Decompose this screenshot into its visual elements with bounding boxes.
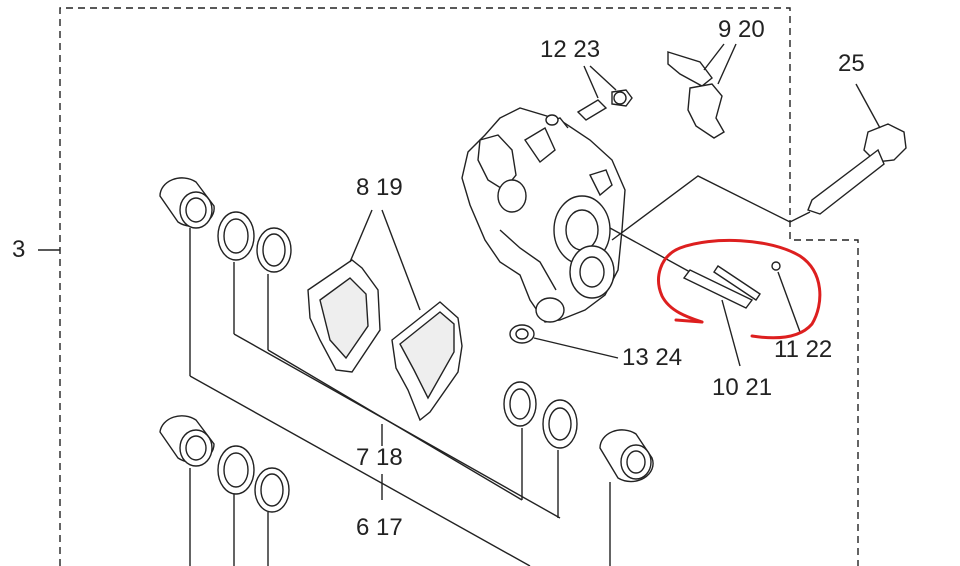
label-part-13-24: 13 24 xyxy=(622,344,683,371)
seal-lower-2 xyxy=(254,467,290,513)
seal-right-1 xyxy=(503,381,537,427)
pad-spring-clip xyxy=(667,51,725,139)
pad-pin xyxy=(682,261,781,309)
seal-right-2 xyxy=(542,399,578,449)
label-part-8-19: 8 19 xyxy=(356,174,403,201)
label-part-3: 3 xyxy=(12,236,26,263)
bleeder-screw xyxy=(576,89,633,121)
piston-upper xyxy=(159,177,215,229)
small-piston xyxy=(509,324,535,344)
label-part-12-23: 12 23 xyxy=(540,36,601,63)
red-highlight-annotation xyxy=(657,238,822,340)
piston-right xyxy=(599,429,654,483)
seal-lower-1 xyxy=(217,445,255,495)
seal-upper-2 xyxy=(256,227,292,273)
caliper-body xyxy=(461,107,626,323)
label-part-7-18: 7 18 xyxy=(356,444,403,471)
brake-pad-left xyxy=(307,259,381,373)
mounting-bolt xyxy=(807,123,907,215)
label-part-9-20: 9 20 xyxy=(718,16,765,43)
seal-upper-1 xyxy=(217,211,255,261)
label-part-6-17: 6 17 xyxy=(356,514,403,541)
label-part-11-22: 11 22 xyxy=(774,336,833,363)
label-part-25: 25 xyxy=(838,50,865,77)
label-part-10-21: 10 21 xyxy=(712,374,773,401)
piston-lower xyxy=(159,415,215,467)
brake-pad-right xyxy=(391,301,463,422)
assembly-boundary xyxy=(59,7,859,566)
